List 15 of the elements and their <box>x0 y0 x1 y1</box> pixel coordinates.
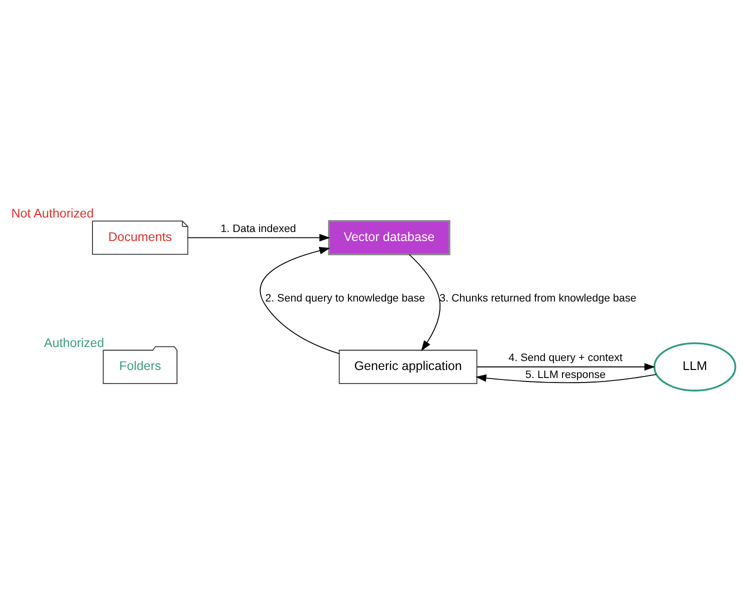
arrow <box>187 233 330 241</box>
node-ellipse: LLM <box>654 342 736 391</box>
edge-label: 5. LLM response <box>525 368 606 381</box>
node-label: Authorized <box>44 335 104 350</box>
arrow <box>476 362 656 370</box>
edge-label: 3. Chunks returned from knowledge base <box>440 292 636 304</box>
edge-label: 4. Send query + context <box>508 352 623 364</box>
edge-label: 2. Send query to knowledge base <box>265 292 426 304</box>
arrow <box>475 374 657 383</box>
node-label: Not Authorized <box>11 206 94 220</box>
arrow <box>260 246 340 354</box>
arrow <box>408 254 440 351</box>
node-box: Vector database <box>328 220 450 255</box>
node-box: Generic application <box>338 349 478 384</box>
edge-label: 1. Data indexed <box>220 222 296 234</box>
